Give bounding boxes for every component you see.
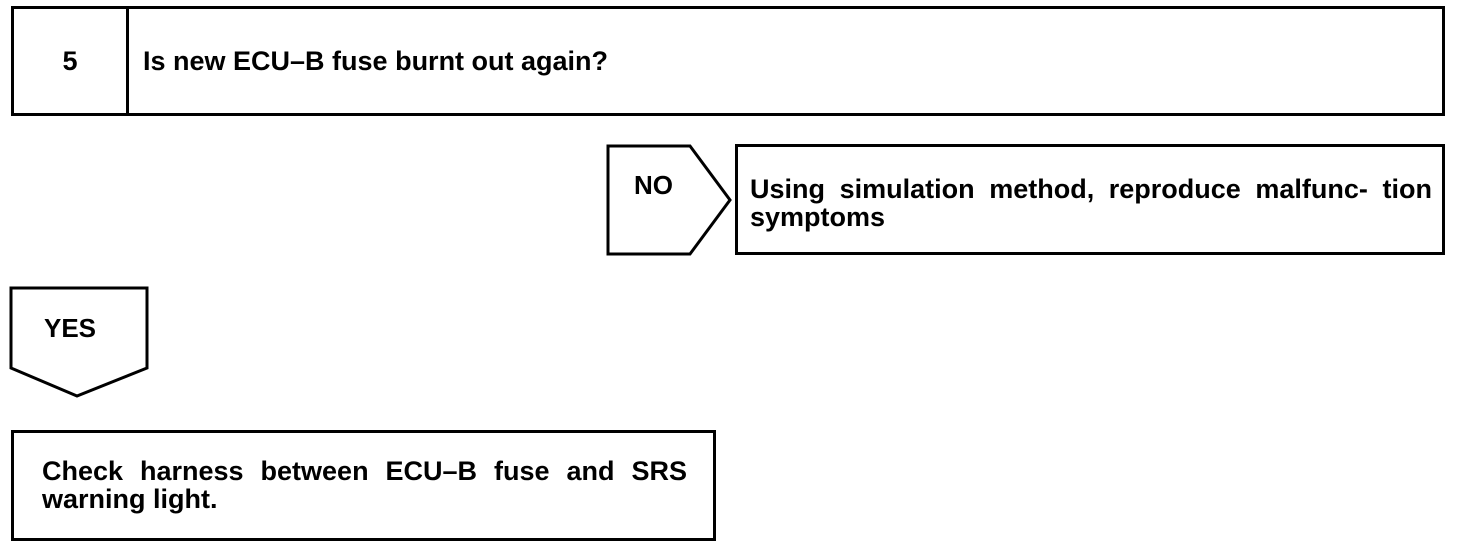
step-box: 5 Is new ECU–B fuse burnt out again? <box>11 6 1445 116</box>
yes-result-box: Check harness between ECU–B fuse and SRS… <box>11 430 716 541</box>
step-number: 5 <box>14 9 129 113</box>
yes-result-text: Check harness between ECU–B fuse and SRS… <box>42 456 687 514</box>
yes-branch-label: YES <box>44 313 97 343</box>
no-result-box: Using simulation method, reproduce malfu… <box>735 144 1445 255</box>
no-arrow-shape <box>606 144 732 256</box>
step-question: Is new ECU–B fuse burnt out again? <box>143 45 609 76</box>
no-result-text: Using simulation method, reproduce malfu… <box>750 174 1432 232</box>
yes-arrow-shape <box>9 286 149 398</box>
no-branch-label: NO <box>634 170 673 200</box>
